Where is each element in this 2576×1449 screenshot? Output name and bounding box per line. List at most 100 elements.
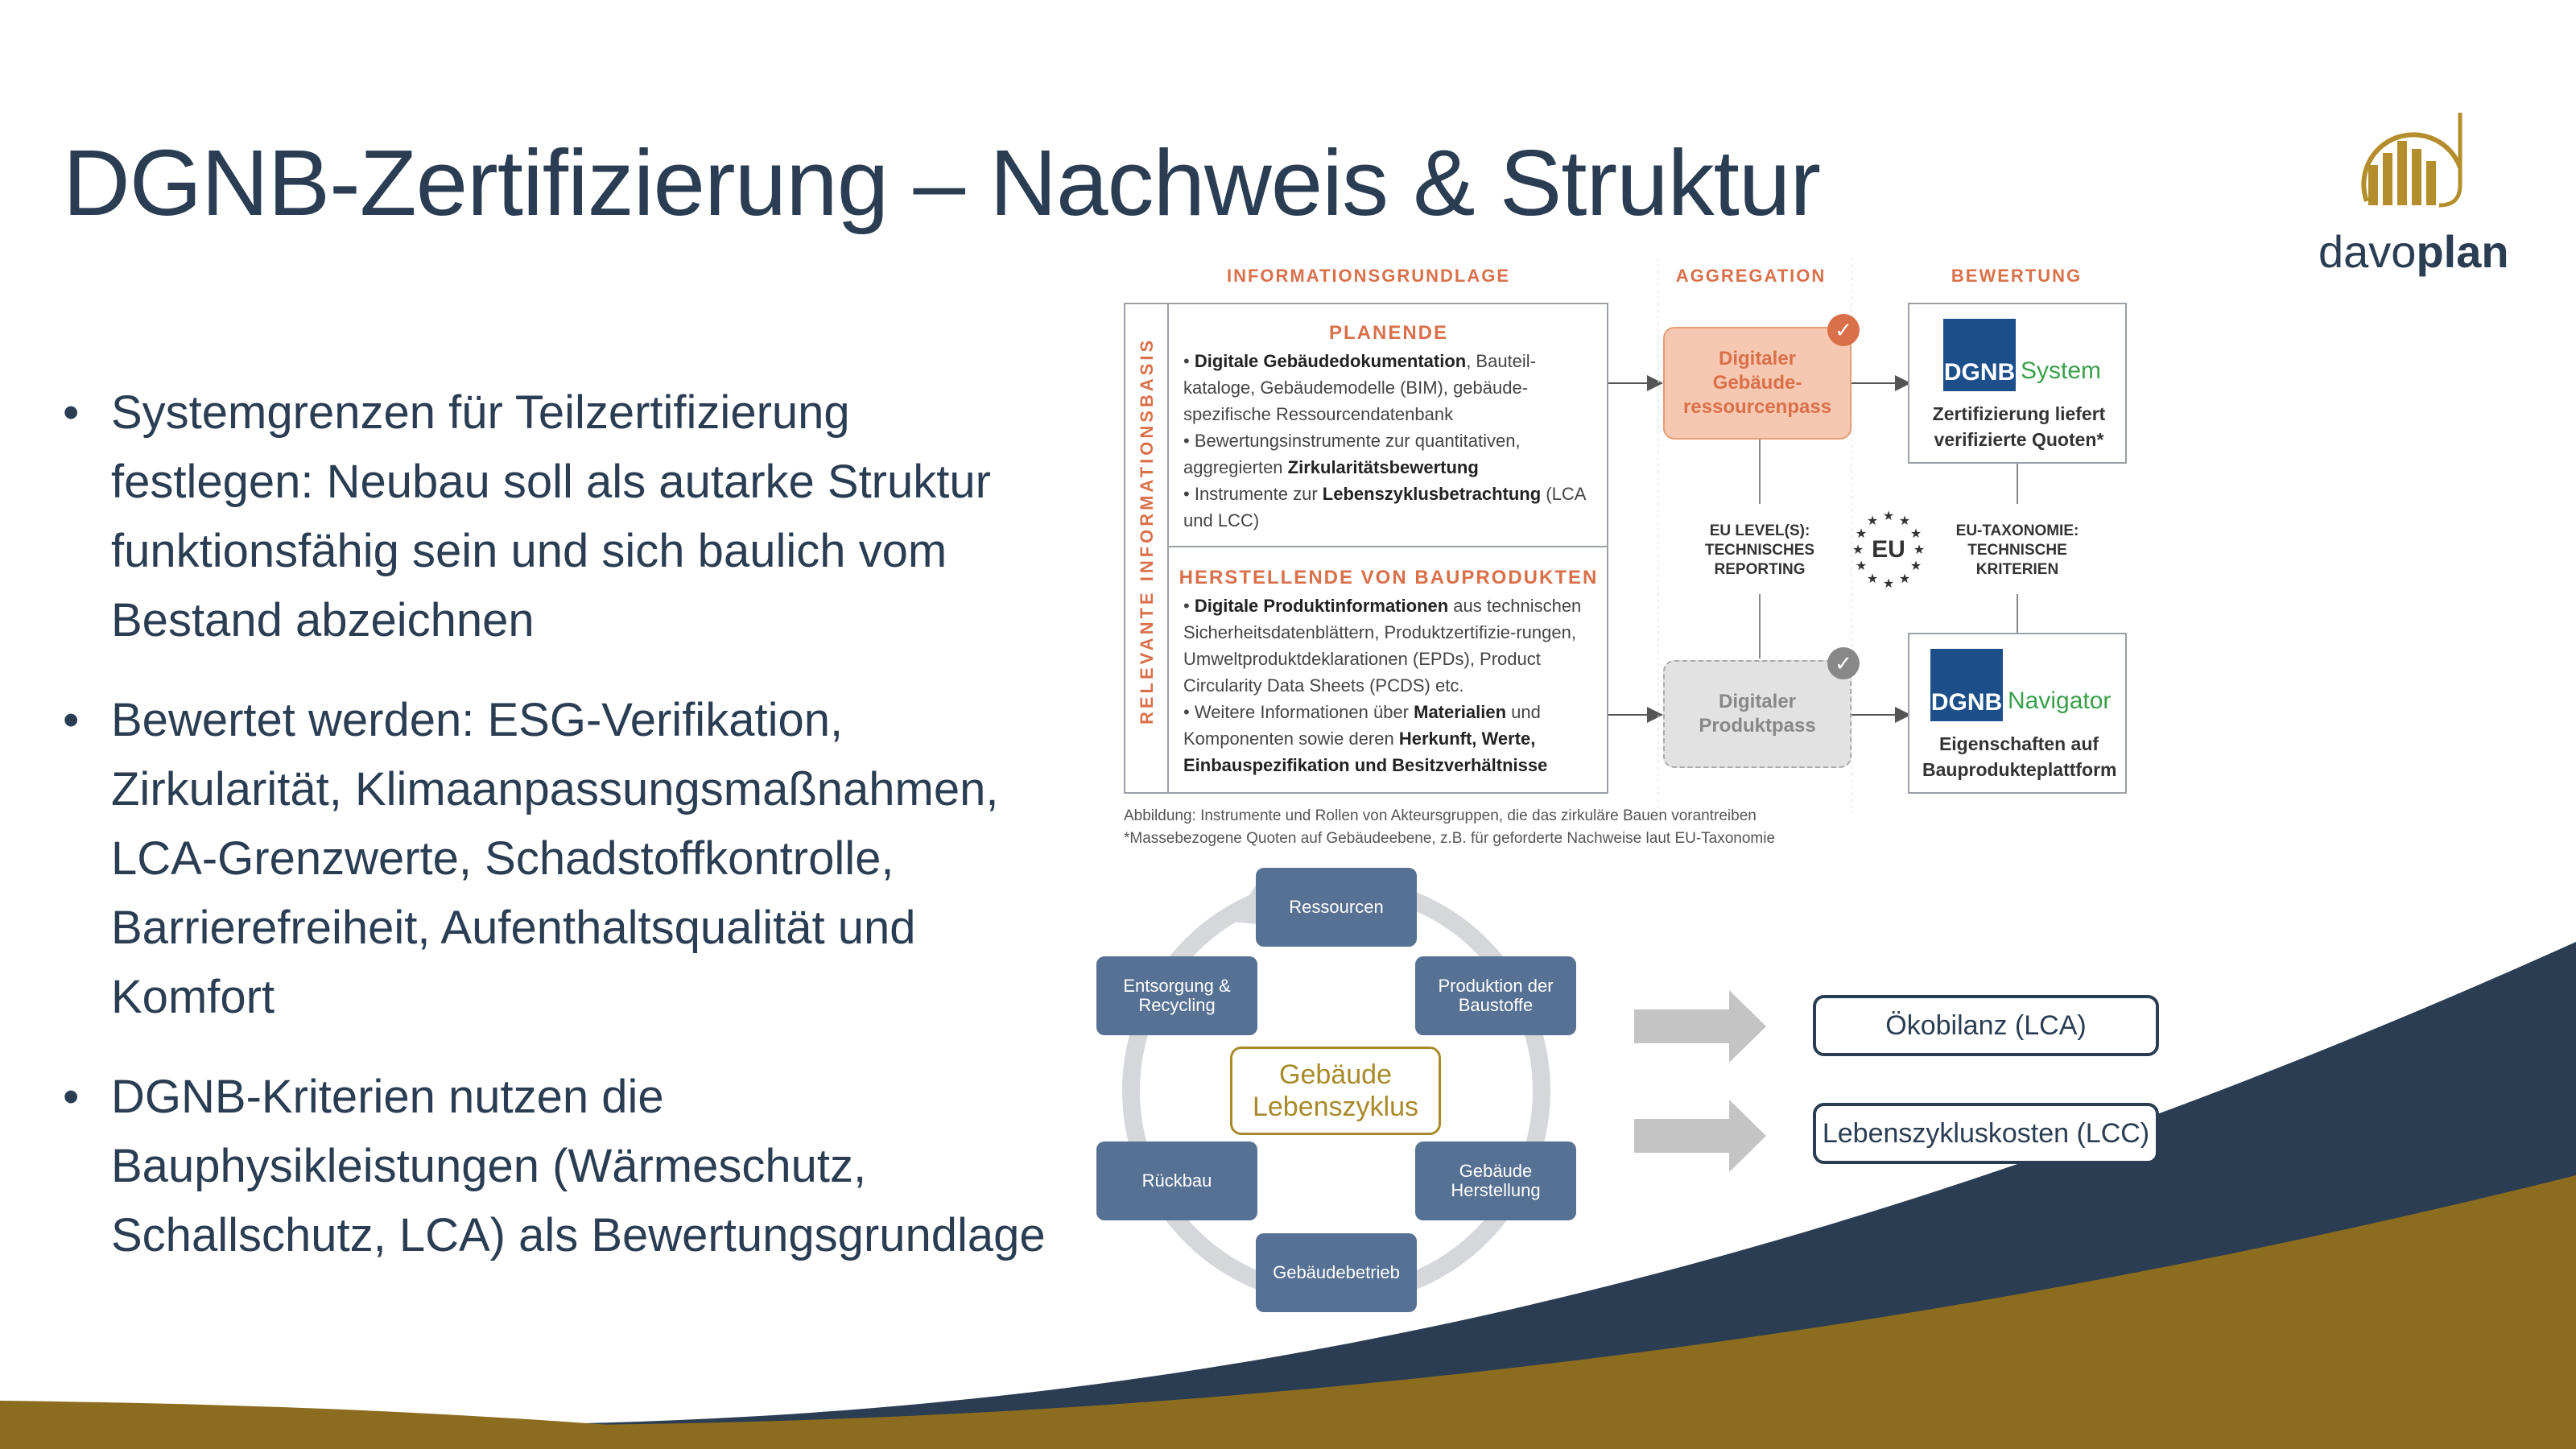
planende-list: • Digitale Gebäudedokumentation, Bauteil… [1183, 348, 1598, 534]
svg-text:★: ★ [1910, 559, 1922, 573]
bullet-item: • DGNB-Kriterien nutzen die Bauphysikleis… [63, 1063, 1061, 1270]
svg-text:★: ★ [1867, 572, 1878, 586]
logo-wordmark: davoplan [2318, 225, 2512, 278]
item-text: (LCA und LCC) [1183, 484, 1586, 530]
node-label: Entsorgung & Recycling [1123, 976, 1231, 1015]
eu-center-text: EU [1872, 536, 1905, 563]
cycle-node-produktion: Produktion der Baustoffe [1415, 956, 1576, 1035]
eu-star-ring: ★★★★ ★★★★ ★★★★ [1852, 510, 1925, 591]
item-text: Bewertungsinstrumente zur quantitativen,… [1183, 431, 1521, 477]
bullet-list: • Systemgrenzen für Teilzertifizierung fe… [63, 378, 1061, 1301]
lca-box: Ökobilanz (LCA) [1813, 995, 2159, 1056]
svg-text:★: ★ [1913, 543, 1925, 557]
dgnb-navigator-text: Eigenschaften auf Bauprodukteplattform [1922, 733, 2117, 780]
item-bold: Materialien [1414, 702, 1507, 722]
bullet-symbol: • [63, 1071, 80, 1123]
dgnb-badge: DGNB [1930, 649, 2003, 721]
checkmark-gray-icon: ✓ [1827, 647, 1860, 679]
item-bold: Digitale Gebäudedokumentation [1194, 351, 1467, 371]
product-pass-label: Digitaler Produktpass [1699, 691, 1816, 737]
list-item: • Weitere Informationen über Materialien… [1183, 702, 1548, 775]
cycle-node-betrieb: Gebäudebetrieb [1256, 1233, 1417, 1312]
header-aggregation: AGGREGATION [1675, 266, 1827, 286]
node-label: Produktion der Baustoffe [1438, 976, 1554, 1015]
center-line-2: Lebenszyklus [1252, 1092, 1418, 1122]
dgnb-badge: DGNB [1943, 319, 2016, 391]
list-item: • Bewertungsinstrumente zur quantitative… [1183, 431, 1521, 477]
arrow-right-icon [1634, 1100, 1766, 1172]
bullet-text: DGNB-Kriterien nutzen die Bauphysikleist… [111, 1071, 1046, 1261]
svg-text:★: ★ [1899, 572, 1910, 586]
dgnb-system-name: System [2021, 357, 2102, 384]
item-bold: Lebenszyklusbetrachtung [1322, 484, 1542, 504]
hersteller-list: • Digitale Produktinformationen aus tech… [1183, 592, 1602, 778]
checkmark-badge-icon: ✓ [1827, 314, 1860, 346]
svg-text:★: ★ [1852, 543, 1864, 557]
svg-text:★: ★ [1856, 527, 1867, 541]
eu-levels-label: EU LEVEL(S): TECHNISCHES REPORTING [1704, 522, 1815, 578]
dgnb-navigator-box: DGNB Navigator Eigenschaften auf Bauprod… [1908, 633, 2127, 794]
list-item: • Digitale Gebäudedokumentation, Bauteil… [1183, 351, 1537, 424]
lcc-box: Lebenszykluskosten (LCC) [1813, 1103, 2159, 1164]
lca-label: Ökobilanz (LCA) [1885, 1009, 2087, 1041]
planende-title: PLANENDE [1328, 322, 1448, 344]
figure-footnote: *Massebezogene Quoten auf Gebäudeebene, … [1124, 830, 1776, 847]
circular-construction-figure: INFORMATIONSGRUNDLAGE AGGREGATION BEWERT… [1119, 250, 2133, 861]
node-label: Rückbau [1141, 1170, 1212, 1191]
item-text: aus technischen Sicherheitsdatenblättern… [1183, 596, 1582, 696]
item-text: Weitere Informationen über [1194, 702, 1414, 722]
bullet-symbol: • [63, 386, 80, 439]
cycle-node-entsorgung: Entsorgung & Recycling [1096, 956, 1257, 1035]
cycle-node-ressourcen: Ressourcen [1256, 868, 1417, 947]
digital-product-pass: Digitaler Produktpass [1663, 660, 1852, 768]
svg-text:★: ★ [1899, 514, 1910, 528]
bullet-symbol: • [63, 694, 80, 746]
item-text: und Komponenten sowie deren [1183, 702, 1541, 749]
horizontal-divider [1167, 546, 1608, 547]
bullet-text: Bewertet werden: ESG-Verifikation, Zirku… [111, 694, 999, 1023]
center-line-1: Gebäude [1279, 1059, 1392, 1090]
svg-text:★: ★ [1883, 510, 1894, 523]
cycle-node-rueckbau: Rückbau [1096, 1141, 1257, 1220]
dgnb-navigator-name: Navigator [2008, 687, 2112, 714]
logo-building-icon [2361, 113, 2462, 208]
item-bold: Zirkularitätsbewertung [1287, 457, 1479, 477]
arrow-right-icon [1634, 990, 1766, 1063]
figure-connectors [1608, 258, 2018, 813]
svg-text:★: ★ [1883, 577, 1894, 589]
logo-suffix: plan [2416, 226, 2509, 277]
davoplan-logo: davoplan [2318, 105, 2512, 282]
list-item: • Digitale Produktinformationen aus tech… [1183, 596, 1582, 696]
bullet-text: Systemgrenzen für Teilzertifizierung fes… [111, 386, 991, 646]
dgnb-system-text: Zertifizierung liefert verifizierte Quot… [1932, 403, 2106, 450]
information-box [1124, 303, 1608, 794]
bullet-item: • Bewertet werden: ESG-Verifikation, Zirk… [63, 686, 1061, 1032]
svg-text:★: ★ [1856, 559, 1867, 573]
item-text: Instrumente zur [1194, 484, 1323, 504]
list-item: • Instrumente zur Lebenszyklusbetrachtun… [1183, 484, 1586, 530]
item-bold: Digitale Produktinformationen [1194, 596, 1449, 616]
cycle-node-herstellung: Gebäude Herstellung [1415, 1141, 1576, 1220]
logo-prefix: davo [2318, 226, 2417, 277]
hersteller-title: HERSTELLENDE VON BAUPRODUKTEN [1179, 567, 1599, 588]
lcc-label: Lebenszykluskosten (LCC) [1822, 1117, 2150, 1149]
svg-text:★: ★ [1867, 514, 1878, 528]
slide-title: DGNB-Zertifizierung – Nachweis & Struktu… [63, 130, 1821, 235]
eu-taxonomy-label: EU-TAXONOMIE: TECHNISCHE KRITERIEN [1955, 522, 2079, 578]
building-resource-pass: Digitaler Gebäude-ressourcenpass [1663, 327, 1852, 440]
node-label: Gebäudebetrieb [1273, 1262, 1400, 1282]
svg-text:★: ★ [1910, 527, 1922, 541]
item-bold: Herkunft, Werte, Einbauspezifikation und… [1183, 729, 1548, 775]
figure-caption: Abbildung: Instrumente und Rollen von Ak… [1124, 807, 1757, 824]
node-label: Gebäude Herstellung [1451, 1161, 1541, 1200]
dgnb-system-box: DGNB System Zertifizierung liefert verif… [1908, 303, 2127, 464]
header-rating: BEWERTUNG [1951, 266, 2083, 286]
building-pass-label: Digitaler Gebäude-ressourcenpass [1682, 348, 1832, 418]
header-information: INFORMATIONSGRUNDLAGE [1226, 266, 1511, 286]
bullet-item: • Systemgrenzen für Teilzertifizierung fe… [63, 378, 1061, 655]
vertical-divider [1167, 303, 1169, 794]
lifecycle-diagram: Ressourcen Produktion der Baustoffe Gebä… [1095, 861, 2174, 1328]
item-text: , Bauteil-kataloge, Gebäudemodelle (BIM)… [1183, 351, 1537, 424]
lifecycle-center-label: Gebäude Lebenszyklus [1230, 1046, 1441, 1135]
